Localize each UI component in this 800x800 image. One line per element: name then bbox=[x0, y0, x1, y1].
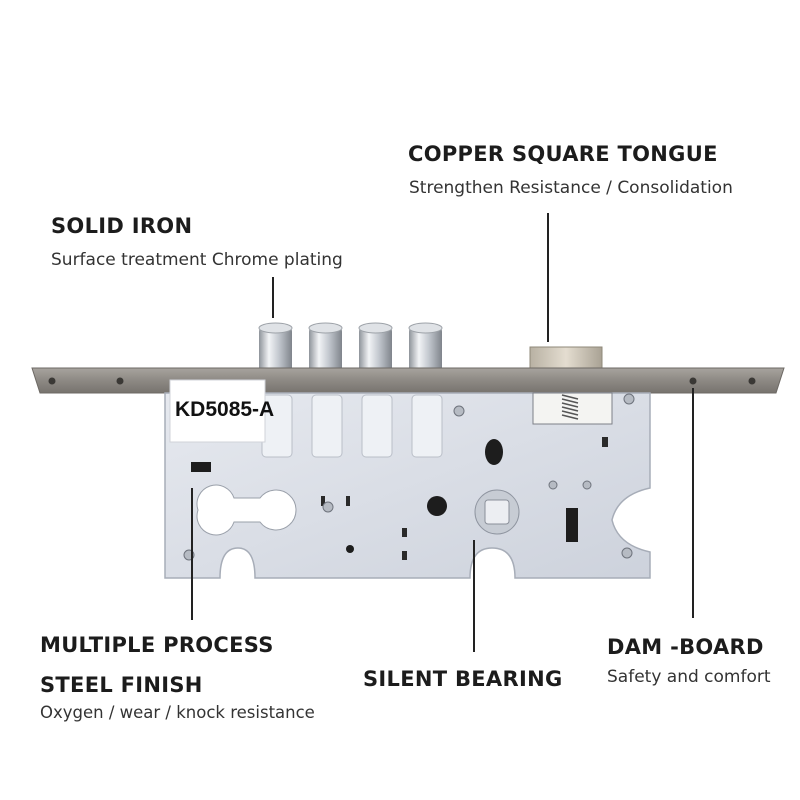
multiple-process-subtitle: Oxygen / wear / knock resistance bbox=[40, 703, 315, 722]
body-slot bbox=[346, 496, 350, 506]
bolt-housing bbox=[361, 394, 393, 458]
dam-board-title: DAM -BOARD bbox=[607, 635, 764, 659]
latch-window bbox=[532, 392, 613, 425]
square-tongue bbox=[529, 346, 603, 372]
bolt-housing bbox=[311, 394, 343, 458]
body-slot bbox=[402, 551, 407, 560]
faceplate-hole bbox=[48, 377, 56, 385]
model-label: KD5085-A bbox=[175, 398, 275, 421]
copper-square-tongue-title: COPPER SQUARE TONGUE bbox=[408, 142, 718, 166]
spindle-square bbox=[484, 499, 510, 525]
copper-square-tongue-subtitle: Strengthen Resistance / Consolidation bbox=[409, 178, 733, 198]
screw-group bbox=[183, 393, 635, 561]
body-slot bbox=[191, 462, 211, 472]
body-slot bbox=[602, 437, 608, 447]
silent-bearing-title: SILENT BEARING bbox=[363, 667, 563, 691]
body-hole bbox=[427, 496, 447, 516]
solid-iron-title: SOLID IRON bbox=[51, 214, 193, 238]
bolt-housing bbox=[411, 394, 443, 458]
faceplate bbox=[31, 367, 785, 394]
latch-spring bbox=[561, 394, 579, 420]
cylinder-keyhole bbox=[196, 484, 297, 536]
faceplate-hole bbox=[689, 377, 697, 385]
deadbolt-tip bbox=[308, 322, 343, 334]
model-label-sticker bbox=[169, 379, 266, 443]
deadbolt-tip bbox=[258, 322, 293, 334]
body-slot bbox=[566, 508, 578, 542]
multiple-process-title: MULTIPLE PROCESS bbox=[40, 633, 274, 657]
deadbolt-tip bbox=[408, 322, 443, 334]
faceplate-hole bbox=[116, 377, 124, 385]
faceplate-hole bbox=[748, 377, 756, 385]
pointer-lines bbox=[191, 213, 694, 652]
body-slot bbox=[321, 496, 325, 506]
dam-board-subtitle: Safety and comfort bbox=[607, 667, 771, 687]
body-hole bbox=[485, 439, 503, 465]
body-slot bbox=[402, 528, 407, 537]
steel-finish-title: STEEL FINISH bbox=[40, 673, 203, 697]
deadbolt-tip bbox=[358, 322, 393, 334]
solid-iron-subtitle: Surface treatment Chrome plating bbox=[51, 250, 343, 270]
body-hole bbox=[346, 545, 354, 553]
